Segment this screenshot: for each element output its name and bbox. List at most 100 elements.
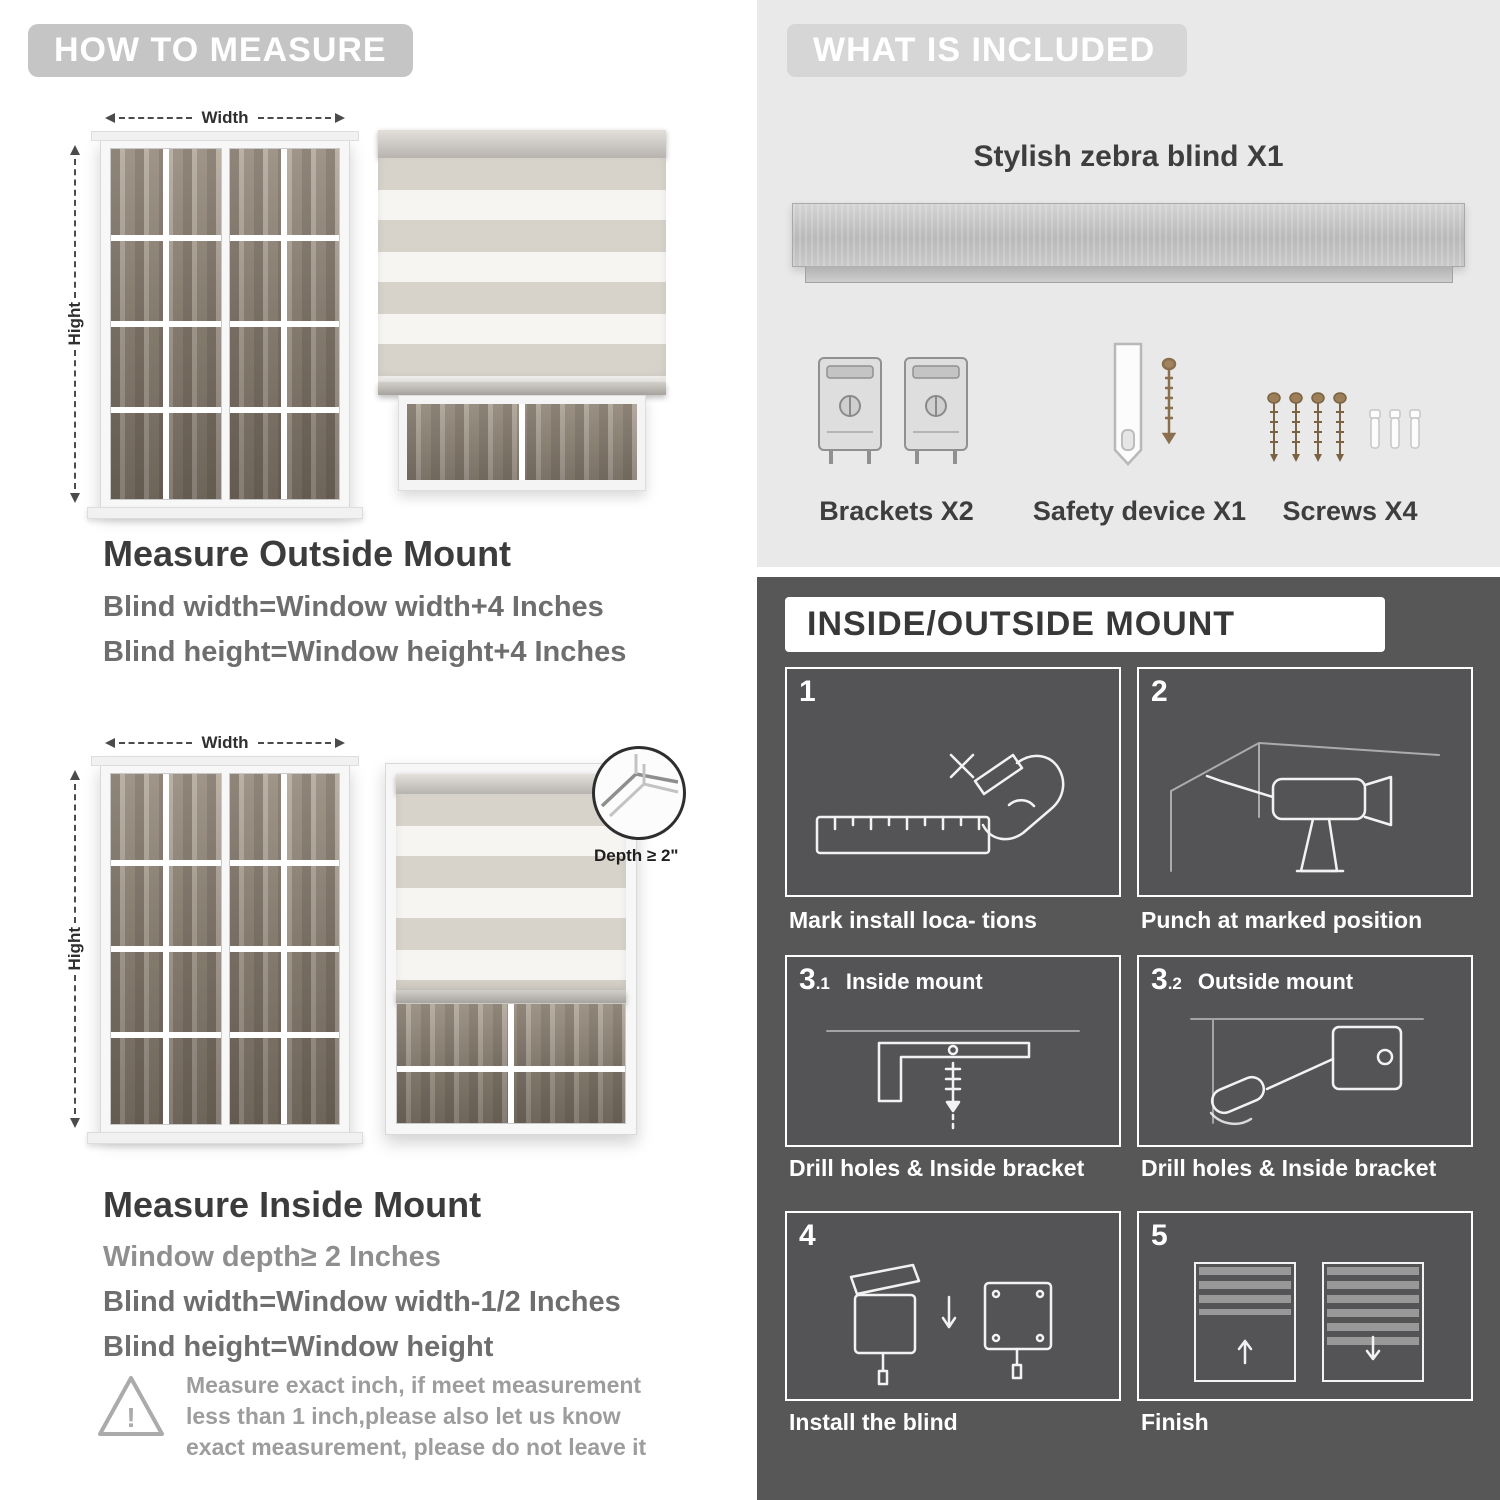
window-top-sill <box>91 131 359 141</box>
outside-height-formula: Blind height=Window height+4 Inches <box>103 636 627 668</box>
zebra-blind-headrail <box>792 203 1465 267</box>
screws-label: Screws X4 <box>1282 496 1418 526</box>
headrail-lip <box>805 266 1453 283</box>
mark-locations-illustration <box>815 753 1065 855</box>
drill-illustration <box>1170 742 1440 873</box>
arrow-down-icon <box>70 1118 80 1133</box>
inside-depth-rule: Window depth≥ 2 Inches <box>103 1241 441 1273</box>
step-number: 2 <box>1151 675 1184 709</box>
height-arrow-outside: Hight <box>64 140 86 508</box>
dashed-line <box>74 974 76 1114</box>
inside-mount-heading: Measure Inside Mount <box>103 1184 482 1225</box>
width-label: Width <box>201 108 249 127</box>
outside-mount-heading: Measure Outside Mount <box>103 533 512 574</box>
window-illustration-inside <box>87 756 363 1144</box>
outside-bracket-illustration <box>1190 1018 1424 1126</box>
step-number-text: 5 <box>1151 1219 1168 1252</box>
step-number-text: 4 <box>799 1219 816 1252</box>
dashed-line <box>119 742 193 744</box>
safety-device-icon <box>1113 342 1177 466</box>
window-glass <box>396 1003 626 1124</box>
depth-callout-label: Depth ≥ 2" <box>594 846 679 865</box>
dashed-line <box>74 784 76 924</box>
blind-cassette <box>378 130 666 158</box>
step-2-caption: Punch at marked position <box>1141 907 1423 933</box>
blind-bottom-rail <box>378 382 666 395</box>
width-arrow-inside: Width <box>100 733 350 753</box>
step-number: 3.2 Outside mount <box>1151 963 1353 997</box>
step-5-panel: 5 <box>1137 1211 1473 1401</box>
step-1-panel: 1 <box>785 667 1121 897</box>
step-number-text: 3 <box>1151 963 1168 996</box>
step-1-caption: Mark install loca- tions <box>789 907 1037 933</box>
what-is-included-section: WHAT IS INCLUDED Stylish zebra blind X1 <box>757 0 1500 567</box>
window-top-sill <box>91 756 359 766</box>
step-5-caption: Finish <box>1141 1409 1209 1435</box>
inside-height-formula: Blind height=Window height <box>103 1331 494 1363</box>
how-to-measure-title: HOW TO MEASURE <box>54 31 387 69</box>
mount-instructions-section: INSIDE/OUTSIDE MOUNT 1 2 <box>757 577 1500 1500</box>
what-is-included-header: WHAT IS INCLUDED <box>787 24 1187 77</box>
product-name: Stylish zebra blind X1 <box>973 140 1284 173</box>
step-number-text: 3 <box>799 963 816 996</box>
window-corner-detail-icon <box>600 754 679 818</box>
step-number-sub: .1 <box>815 974 830 993</box>
blind-zebra-stripes <box>396 794 626 990</box>
window-below-blind <box>398 395 646 491</box>
dashed-line <box>119 117 193 119</box>
step-number: 3.1 Inside mount <box>799 963 983 997</box>
window-pane-left <box>110 773 222 1125</box>
arrow-up-icon <box>70 140 80 155</box>
window-illustration-outside <box>87 131 363 519</box>
window-pane-right <box>228 773 340 1125</box>
height-label: Hight <box>65 302 84 346</box>
window-with-inside-blind-illustration <box>385 763 637 1135</box>
blind-cassette <box>396 774 626 794</box>
blind-zebra-stripes <box>378 158 666 382</box>
warning-icon: ! <box>98 1376 164 1436</box>
brackets-label: Brackets X2 <box>819 496 974 526</box>
dashed-line <box>257 117 331 119</box>
window-bottom-sill <box>87 507 363 519</box>
window-pane-left <box>110 148 222 500</box>
arrow-down-icon <box>70 493 80 508</box>
height-label: Hight <box>65 927 84 971</box>
window-glass <box>407 404 637 480</box>
width-label: Width <box>201 733 249 752</box>
step-number: 4 <box>799 1219 832 1253</box>
step-3-1-caption: Drill holes & Inside bracket <box>789 1155 1085 1181</box>
blind-bottom-rail <box>396 990 626 1003</box>
finish-illustration <box>1194 1262 1424 1382</box>
safety-device-label: Safety device X1 <box>1032 496 1247 526</box>
step-4-panel: 4 <box>785 1211 1121 1401</box>
dashed-line <box>74 349 76 489</box>
how-to-measure-header: HOW TO MEASURE <box>28 24 413 77</box>
install-blind-illustration <box>849 1263 1053 1386</box>
step-4-caption: Install the blind <box>789 1409 958 1435</box>
warning-exclamation: ! <box>126 1402 135 1433</box>
depth-detail-circle <box>592 746 686 840</box>
dashed-line <box>257 742 331 744</box>
zebra-blind-outside-illustration <box>378 130 666 491</box>
what-is-included-title: WHAT IS INCLUDED <box>813 31 1156 69</box>
step-3-2-caption: Drill holes & Inside bracket <box>1141 1155 1437 1181</box>
inside-bracket-illustration <box>826 1030 1080 1131</box>
mount-title: INSIDE/OUTSIDE MOUNT <box>807 605 1236 643</box>
mount-header: INSIDE/OUTSIDE MOUNT <box>785 597 1385 652</box>
brackets-icon <box>817 356 969 466</box>
step-3-1-panel: 3.1 Inside mount <box>785 955 1121 1147</box>
step-number-text: 1 <box>799 675 816 708</box>
window-pane-right <box>228 148 340 500</box>
screws-icon <box>1267 392 1421 463</box>
step-number: 5 <box>1151 1219 1184 1253</box>
arrow-left-icon <box>100 738 115 748</box>
arrow-left-icon <box>100 113 115 123</box>
step-label: Inside mount <box>845 969 983 994</box>
height-arrow-inside: Hight <box>64 765 86 1133</box>
window-bottom-sill <box>87 1132 363 1144</box>
step-number-sub: .2 <box>1167 974 1182 993</box>
step-3-2-panel: 3.2 Outside mount <box>1137 955 1473 1147</box>
step-number: 1 <box>799 675 832 709</box>
outside-width-formula: Blind width=Window width+4 Inches <box>103 591 604 623</box>
